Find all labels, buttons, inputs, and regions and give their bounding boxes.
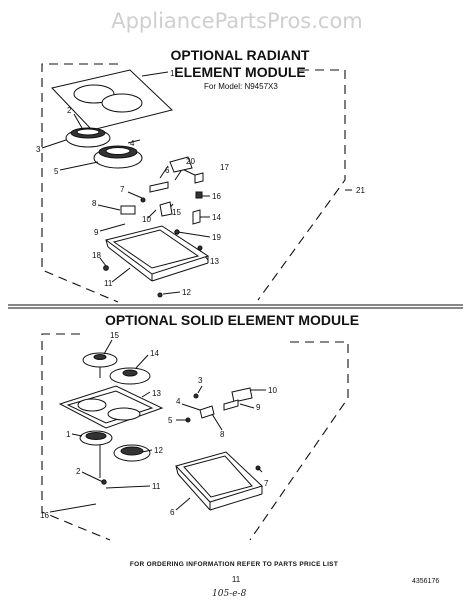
footer: FOR ORDERING INFORMATION REFER TO PARTS … bbox=[130, 561, 439, 599]
model-note: For Model: N9457X3 bbox=[204, 82, 278, 91]
callout-3b: 3 bbox=[198, 376, 203, 385]
callout-12b: 12 bbox=[154, 446, 163, 455]
callout-9: 9 bbox=[94, 228, 99, 237]
callout-5b: 5 bbox=[168, 416, 173, 425]
callout-16: 16 bbox=[212, 192, 221, 201]
callout-1: 1 bbox=[170, 69, 175, 78]
callout-10b: 10 bbox=[268, 386, 277, 395]
part-number: 4356176 bbox=[412, 578, 439, 585]
radiant-module-tray bbox=[104, 225, 210, 282]
callout-9b: 9 bbox=[256, 403, 261, 412]
radiant-module-section: OPTIONAL RADIANT ELEMENT MODULE For Mode… bbox=[36, 47, 365, 303]
handwritten-note: 105-e-8 bbox=[212, 589, 247, 599]
solid-element-small bbox=[82, 352, 118, 378]
callout-8b: 8 bbox=[220, 430, 225, 439]
callout-14: 14 bbox=[212, 213, 221, 222]
callout-8: 8 bbox=[92, 199, 97, 208]
section-divider bbox=[8, 304, 463, 309]
callout-17: 17 bbox=[220, 163, 229, 172]
callout-4: 4 bbox=[130, 139, 135, 148]
callout-7b: 7 bbox=[264, 479, 269, 488]
callout-7: 7 bbox=[120, 185, 125, 194]
solid-small-parts bbox=[101, 387, 261, 485]
callout-11: 11 bbox=[104, 279, 113, 288]
callout-20: 20 bbox=[186, 157, 195, 166]
callout-1b: 1 bbox=[66, 430, 71, 439]
callout-6b: 6 bbox=[170, 508, 175, 517]
solid-top-frame bbox=[58, 385, 164, 429]
callout-13b: 13 bbox=[152, 389, 161, 398]
callout-10: 10 bbox=[142, 215, 151, 224]
solid-element-large bbox=[109, 367, 151, 385]
radiant-element-large bbox=[93, 145, 143, 169]
callout-14b: 14 bbox=[150, 349, 159, 358]
ordering-note: FOR ORDERING INFORMATION REFER TO PARTS … bbox=[130, 561, 338, 568]
callout-21: 21 bbox=[356, 186, 365, 195]
solid-title: OPTIONAL SOLID ELEMENT MODULE bbox=[105, 312, 359, 328]
solid-module-tray bbox=[175, 451, 263, 511]
radiant-small-parts bbox=[103, 156, 204, 298]
radiant-module-enclosure bbox=[41, 63, 352, 303]
callout-18: 18 bbox=[92, 251, 101, 260]
callout-2b: 2 bbox=[76, 467, 81, 476]
radiant-callouts: 1 2 3 4 5 20 17 6 16 7 21 8 15 10 14 9 1… bbox=[36, 69, 365, 297]
callout-15b: 15 bbox=[110, 331, 119, 340]
solid-burner-plates bbox=[79, 430, 151, 462]
callout-19: 19 bbox=[212, 233, 221, 242]
callout-2: 2 bbox=[67, 106, 72, 115]
callout-11b: 11 bbox=[152, 482, 161, 491]
callout-4b: 4 bbox=[176, 397, 181, 406]
radiant-element-small bbox=[65, 127, 111, 148]
solid-module-enclosure bbox=[41, 333, 349, 541]
radiant-title-line1: OPTIONAL RADIANT bbox=[171, 47, 310, 63]
glass-cooktop-panel bbox=[51, 69, 174, 131]
watermark-text: AppliancePartsPros.com bbox=[111, 9, 363, 33]
callout-13: 13 bbox=[210, 257, 219, 266]
callout-15: 15 bbox=[172, 208, 181, 217]
callout-3: 3 bbox=[36, 145, 41, 154]
radiant-title-line2: ELEMENT MODULE bbox=[174, 64, 305, 80]
page-number: 11 bbox=[232, 575, 241, 584]
callout-16b: 16 bbox=[40, 511, 49, 520]
solid-leader-lines bbox=[49, 339, 266, 513]
callout-5: 5 bbox=[54, 167, 59, 176]
solid-module-section: OPTIONAL SOLID ELEMENT MODULE bbox=[40, 312, 359, 541]
solid-callouts: 15 14 3 10 13 4 9 5 8 1 12 2 11 7 16 6 bbox=[40, 331, 277, 520]
callout-12: 12 bbox=[182, 288, 191, 297]
callout-6: 6 bbox=[165, 166, 170, 175]
